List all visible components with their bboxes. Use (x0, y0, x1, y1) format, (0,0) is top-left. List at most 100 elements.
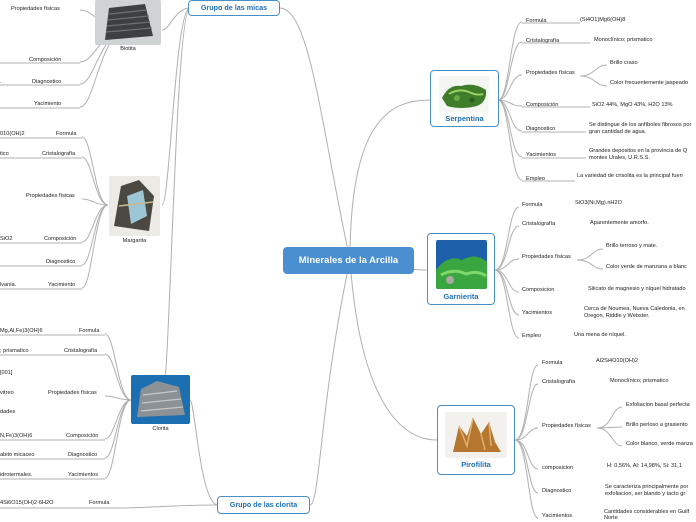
margarita-yacimiento-value: lvania. (0, 282, 17, 288)
central-topic[interactable]: Minerales de la Arcilla (283, 247, 414, 274)
serpentina-yacimientos-label: Yacimientos (526, 152, 557, 158)
garnierita-yacimientos-label: Yacimientos (522, 310, 553, 316)
pirofilita-composicion-value: H: 0,56%, Al: 14,98%, Si: 31,1 (607, 463, 682, 469)
margarita-composicion-label: Composición (44, 236, 77, 242)
clorita-composicion-value: N,Fe)3(OH)6 (0, 433, 33, 439)
group-clorita[interactable]: Grupo de las clorita (217, 496, 310, 514)
clorita-diagnostico-value: abito micaceo (0, 452, 35, 458)
serpentina-title: Serpentina (445, 114, 484, 123)
garnierita-title: Garnierita (443, 292, 479, 301)
biotita-diagnostico-label: Diagnostico (32, 79, 62, 85)
serpentina-cristalografia-value: Monoclínico; prismatico (594, 37, 653, 43)
clorita-image[interactable] (131, 375, 190, 424)
garnierita-image (436, 240, 487, 289)
branch-pirofilita (349, 259, 438, 441)
garnierita-brillo: Brillo terroso y mate. (606, 243, 658, 249)
garnierita-empleo-label: Empleo (522, 333, 541, 339)
pirofilita-image (445, 412, 507, 458)
serpentina-diagnostico-2: gran cantidad de agua. (589, 129, 647, 135)
clorita-exfoliacion: [001] (0, 370, 13, 376)
margarita-cristalografia-value: tico (0, 151, 9, 157)
margarita-image[interactable] (109, 176, 160, 236)
serpentina-propiedades-label: Propiedades físicas (526, 70, 575, 76)
serpentina-formula-label: Formula (526, 18, 547, 24)
serpentina-color: Color frecuentemente jaspeado (610, 80, 689, 86)
garnierita-formula-value: SiO3(Ni,Mg).nH2O (575, 200, 622, 206)
biotita-image[interactable] (95, 0, 161, 45)
garnierita-yacimientos-2: Oregon, Riddle y Webster. (584, 313, 650, 319)
serpentina-composicion-value: SiO2 44%, MgO 43%, H2O 13% (592, 102, 673, 108)
pirofilita-title: Pirofilita (461, 460, 491, 469)
clorita-brillo: vitreo (0, 390, 14, 396)
clorita-composicion-label: Composición (66, 433, 99, 439)
pirofilita-exfoliacion: Exfoliacion basal perfecta (626, 402, 690, 408)
clorita-cristalografia-value: ; prismatico (0, 348, 29, 354)
serpentina-diagnostico-label: Diagnostico (526, 126, 556, 132)
pirofilita-propiedades-label: Propiedades físicas (542, 423, 591, 429)
clorita-yacimientos-label: Yacimientos (68, 472, 99, 478)
margarita-cristalografia-label: Cristalografía (42, 151, 76, 157)
pirofilita-cristalografia-label: Cristalografía (542, 379, 576, 385)
node-garnierita[interactable]: Garnierita (427, 233, 495, 305)
pirofilita-diagnostico-1: Se caracteriza principalmente por (605, 484, 689, 490)
serpentina-diagnostico-1: Se distingue de los anfíboles fibrosos p… (589, 122, 692, 128)
garnierita-propiedades-label: Propiedades físicas (522, 254, 571, 260)
margarita-propiedades-label: Propiedades físicas (26, 193, 75, 199)
clorita-yacimientos-value: idrotermales. (0, 472, 33, 478)
clorita-color: dades (0, 409, 16, 415)
biotita-propiedades-label: Propiedades físicas (11, 6, 60, 12)
garnierita-cristalografia-value: Aparentemente amorfo. (590, 220, 649, 226)
margarita-diagnostico-label: Diagnostico (46, 259, 76, 265)
pirofilita-formula-value: Al2Si4O10(OH)2 (596, 358, 638, 364)
serpentina-yacimientos-1: Grandes depositos en la provincia de Q (589, 148, 688, 154)
biotita-yacimiento-label: Yacimiento (34, 101, 62, 107)
serpentina-image (439, 76, 489, 112)
garnierita-yacimientos-1: Cerca de Noumea, Nueva Caledonia, en (584, 306, 685, 312)
garnierita-composicion-value: Silicato de magnesio y níquel hidratado (588, 286, 686, 292)
garnierita-empleo-value: Una mena de níquel. (574, 332, 626, 338)
pirofilita-formula-label: Formula (542, 360, 563, 366)
margarita-formula-label: Formula (56, 131, 77, 137)
margarita-name: Margarita (122, 238, 147, 244)
garnierita-formula-label: Formula (522, 202, 543, 208)
pirofilita-brillo: Brillo perloso a grasiento (626, 422, 688, 428)
garnierita-cristalografia-label: Cristalografía (522, 221, 556, 227)
biotita-composicion-label: Composición (29, 57, 62, 63)
serpentina-yacimientos-2: montes Urales, U.R.S.S. (589, 155, 650, 161)
branch-micas (279, 7, 351, 261)
biotita-name: Biotita (120, 46, 136, 52)
branch-serpentina (349, 99, 431, 261)
clorita-name: Clorita (152, 426, 169, 432)
clorita-formula-label: Formula (79, 328, 100, 334)
serpentina-brillo: Brillo craso (610, 60, 638, 66)
margarita-composicion-value: SiO2 (0, 236, 13, 242)
serpentina-empleo-label: Empleo (526, 176, 545, 182)
pirofilita-cristalografia-value: Monoclínico; prismatico (610, 378, 669, 384)
garnierita-composicion-label: Composicion (522, 287, 555, 293)
clorita-diagnostico-label: Diagnostico (68, 452, 98, 458)
clorita-propiedades-label: Propiedades físicas (48, 390, 97, 396)
group-micas[interactable]: Grupo de las micas (188, 0, 280, 16)
node-serpentina[interactable]: Serpentina (430, 70, 499, 127)
margarita-formula-value: 010(OH)2 (0, 131, 25, 137)
pirofilita-composicion-label: composicion (542, 465, 574, 471)
clorita-group-formula-label: Formula (89, 500, 110, 506)
pirofilita-yacimientos-label: Yacimientos (542, 513, 573, 519)
serpentina-empleo-value: La variedad de crisolita es la principal… (577, 173, 683, 179)
pirofilita-color: Color blanco, verde manza (626, 441, 693, 447)
clorita-group-formula-value: 4Si6O15(OH)2·6H2O (0, 500, 54, 506)
clorita-formula-value: Mg,Al,Fe)3(OH)6 (0, 328, 43, 334)
garnierita-color: Color verde de manzana a blanc (606, 264, 687, 270)
pirofilita-diagnostico-label: Diagnostico (542, 488, 572, 494)
serpentina-cristalografia-label: Cristalografía (526, 38, 560, 44)
biotita-diagnostico-value: . (0, 79, 2, 85)
margarita-yacimiento-label: Yacimiento (48, 282, 76, 288)
pirofilita-diagnostico-2: exfoliacion, ser blando y tacto gr (605, 491, 686, 497)
pirofilita-yacimientos-1: Cantidades considerables en Guilf (604, 509, 690, 515)
branch-clorita-group (309, 259, 351, 506)
clorita-cristalografia-label: Cristalografía (64, 348, 98, 354)
node-pirofilita[interactable]: Pirofilita (437, 405, 515, 475)
serpentina-formula-value: (Si4O1)Mg6(OH)8 (580, 17, 626, 23)
serpentina-composicion-label: Composición (526, 102, 559, 108)
